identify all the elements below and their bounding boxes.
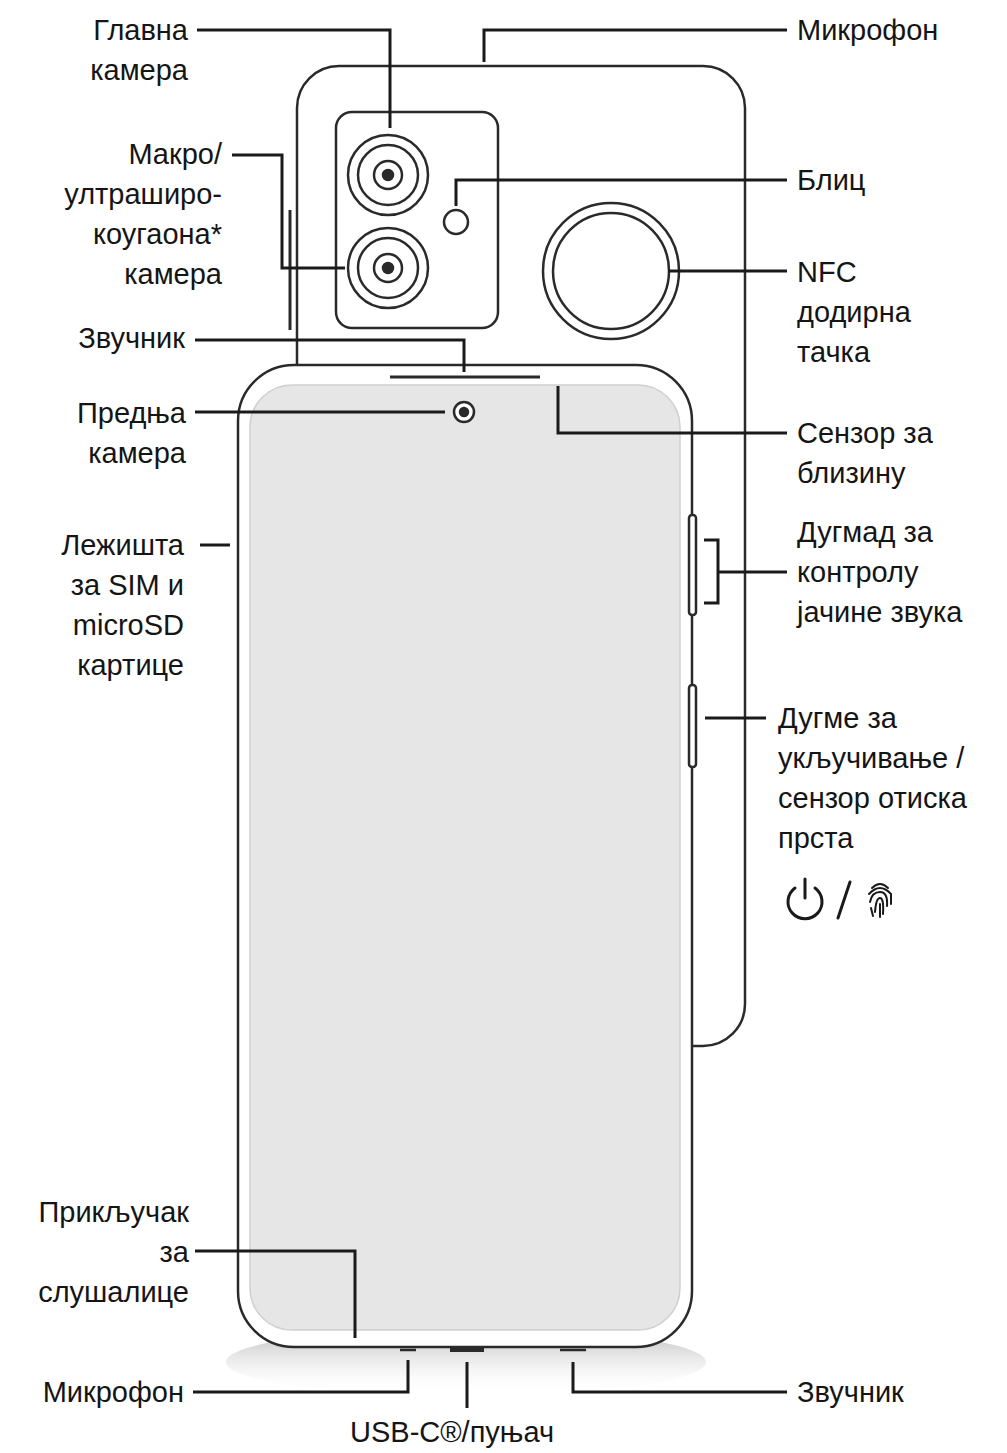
part-label: Микрофон (4, 1372, 184, 1412)
part-label: Главна камера (28, 10, 188, 90)
part-label: Макро/ ултраширо- коугаона* камера (7, 134, 222, 294)
leader-lines (193, 30, 787, 1408)
part-label: Предња камера (36, 393, 186, 473)
part-label: Дугмад за контролу јачине звука (797, 512, 977, 632)
screen (250, 385, 680, 1330)
part-label: Звучник (797, 1372, 997, 1412)
front-housing (238, 365, 692, 1347)
part-label: USB-C®/пуњач (350, 1412, 610, 1452)
part-label: Сензор за близину (797, 413, 972, 493)
part-label: Звучник (5, 318, 185, 358)
part-label: Прикључак за слушалице (4, 1192, 189, 1312)
part-label: Дугме за укључивање / сензор отиска прст… (778, 698, 983, 858)
part-label: Блиц (797, 160, 997, 200)
part-label: Микрофон (797, 10, 997, 50)
camera-module (336, 112, 498, 328)
part-label: Лежишта за SIM и microSD картице (34, 525, 184, 685)
power-fingerprint-icons (788, 879, 891, 919)
part-label: NFC додирна тачка (797, 252, 967, 372)
